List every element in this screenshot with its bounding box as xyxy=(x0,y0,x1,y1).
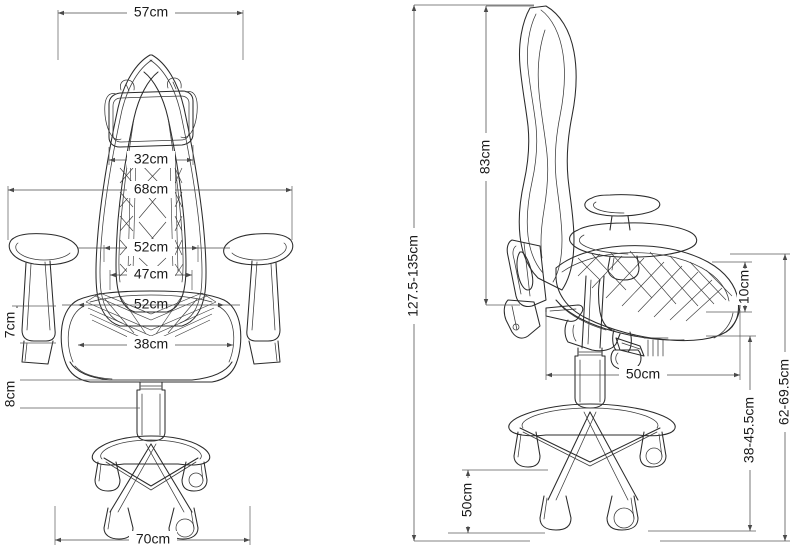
dimension-label-50cm-seat: 50cm xyxy=(626,366,660,382)
dimension-label-52cm-backrest: 52cm xyxy=(134,239,168,255)
backrest-mount-side xyxy=(503,239,547,339)
gas-cylinder-front xyxy=(136,381,166,442)
seat-front xyxy=(60,290,242,383)
dimension-50cm-seat: 50cm xyxy=(545,310,741,383)
dimension-52cm-seat: 52cm xyxy=(62,296,240,312)
dimension-label-62-69cm: 62-69.5cm xyxy=(776,359,792,425)
dimension-68cm: 68cm xyxy=(7,181,293,240)
dimension-62-69cm: 62-69.5cm xyxy=(660,253,794,542)
dimension-32cm: 32cm xyxy=(108,145,194,168)
dimension-label-38cm: 38cm xyxy=(134,336,168,352)
dimension-50cm-base: 50cm xyxy=(448,469,548,534)
chair-base-side xyxy=(508,403,676,531)
headrest-pillow xyxy=(104,77,198,148)
dimension-label-47cm: 47cm xyxy=(134,266,168,282)
armrest-right-front xyxy=(223,233,294,365)
dimension-38-45cm: 38-45.5cm xyxy=(648,335,759,532)
dimension-47cm: 47cm xyxy=(109,266,193,290)
dimension-label-7cm: 7cm xyxy=(2,312,18,338)
dimension-label-38-45cm: 38-45.5cm xyxy=(741,397,757,463)
seat-quilting-front xyxy=(85,292,217,349)
dimension-127cm: 127.5-135cm xyxy=(405,4,534,542)
dimension-52cm-backrest: 52cm xyxy=(78,239,230,262)
dimension-57cm: 57cm xyxy=(57,4,244,60)
dimension-label-10cm: 10cm xyxy=(736,270,752,304)
dimension-label-57cm: 57cm xyxy=(134,4,168,20)
front-view: 57cm 32cm 68cm xyxy=(2,4,294,548)
dimension-label-50cm-base: 50cm xyxy=(459,483,475,517)
dimension-label-32cm: 32cm xyxy=(134,151,168,167)
dimension-label-8cm: 8cm xyxy=(2,381,18,407)
armrest-side xyxy=(569,194,698,281)
chair-base-front xyxy=(91,435,211,540)
dimension-label-70cm: 70cm xyxy=(136,531,170,547)
dimension-38cm: 38cm xyxy=(78,336,233,353)
dimension-label-52cm-seat: 52cm xyxy=(134,296,168,312)
dimension-7cm: 7cm xyxy=(2,305,56,344)
armrest-left-front xyxy=(8,233,79,365)
dimension-70cm: 70cm xyxy=(54,506,251,548)
dimension-label-83cm: 83cm xyxy=(477,140,493,174)
dimension-label-68cm: 68cm xyxy=(134,181,168,197)
dimension-83cm: 83cm xyxy=(477,5,534,306)
dimension-label-127cm: 127.5-135cm xyxy=(405,235,421,317)
side-view: 83cm 127.5-135cm 50cm xyxy=(405,4,794,542)
dimension-8cm: 8cm xyxy=(2,378,140,412)
dimension-10cm: 10cm xyxy=(706,261,754,313)
